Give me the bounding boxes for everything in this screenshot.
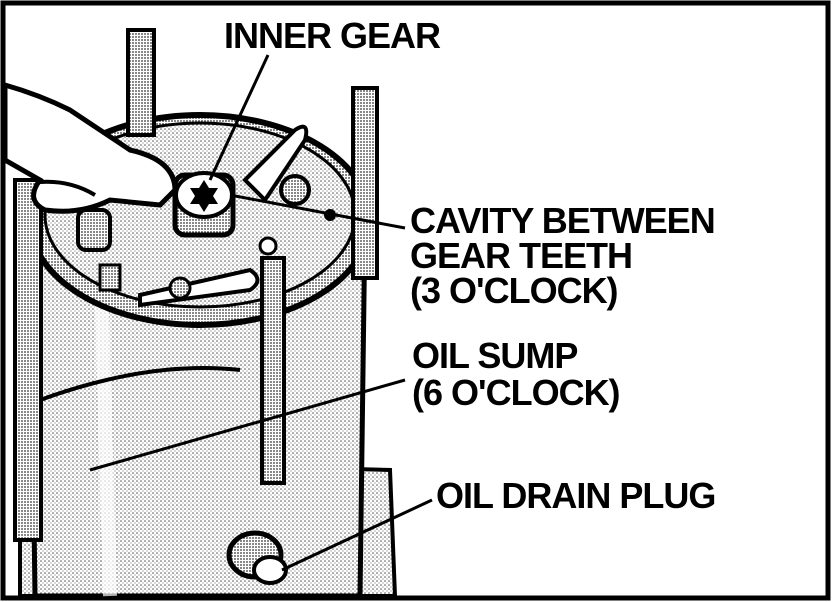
label-inner-gear: INNER GEAR	[222, 15, 443, 56]
leader-cavity	[229, 193, 406, 230]
leader-oil-sump	[89, 378, 406, 472]
oil-drain-plug	[226, 530, 288, 585]
slot	[242, 124, 309, 204]
leader-drain-plug	[281, 498, 433, 572]
label-oil-sump-line1: OIL SUMP	[412, 335, 578, 376]
stud	[126, 28, 156, 137]
label-cavity-line2: GEAR TEETH	[410, 235, 633, 276]
label-oil-sump-line2: (6 O'CLOCK)	[412, 372, 621, 413]
leader-inner-gear	[208, 54, 270, 181]
slot	[138, 267, 260, 308]
label-oil-drain-plug: OIL DRAIN PLUG	[436, 475, 716, 516]
label-cavity-line3: (3 O'CLOCK)	[410, 270, 619, 311]
stud	[13, 178, 43, 542]
label-cavity-line1: CAVITY BETWEEN	[410, 200, 716, 241]
hand	[2, 81, 178, 214]
stud	[351, 86, 379, 280]
stud	[260, 256, 286, 485]
